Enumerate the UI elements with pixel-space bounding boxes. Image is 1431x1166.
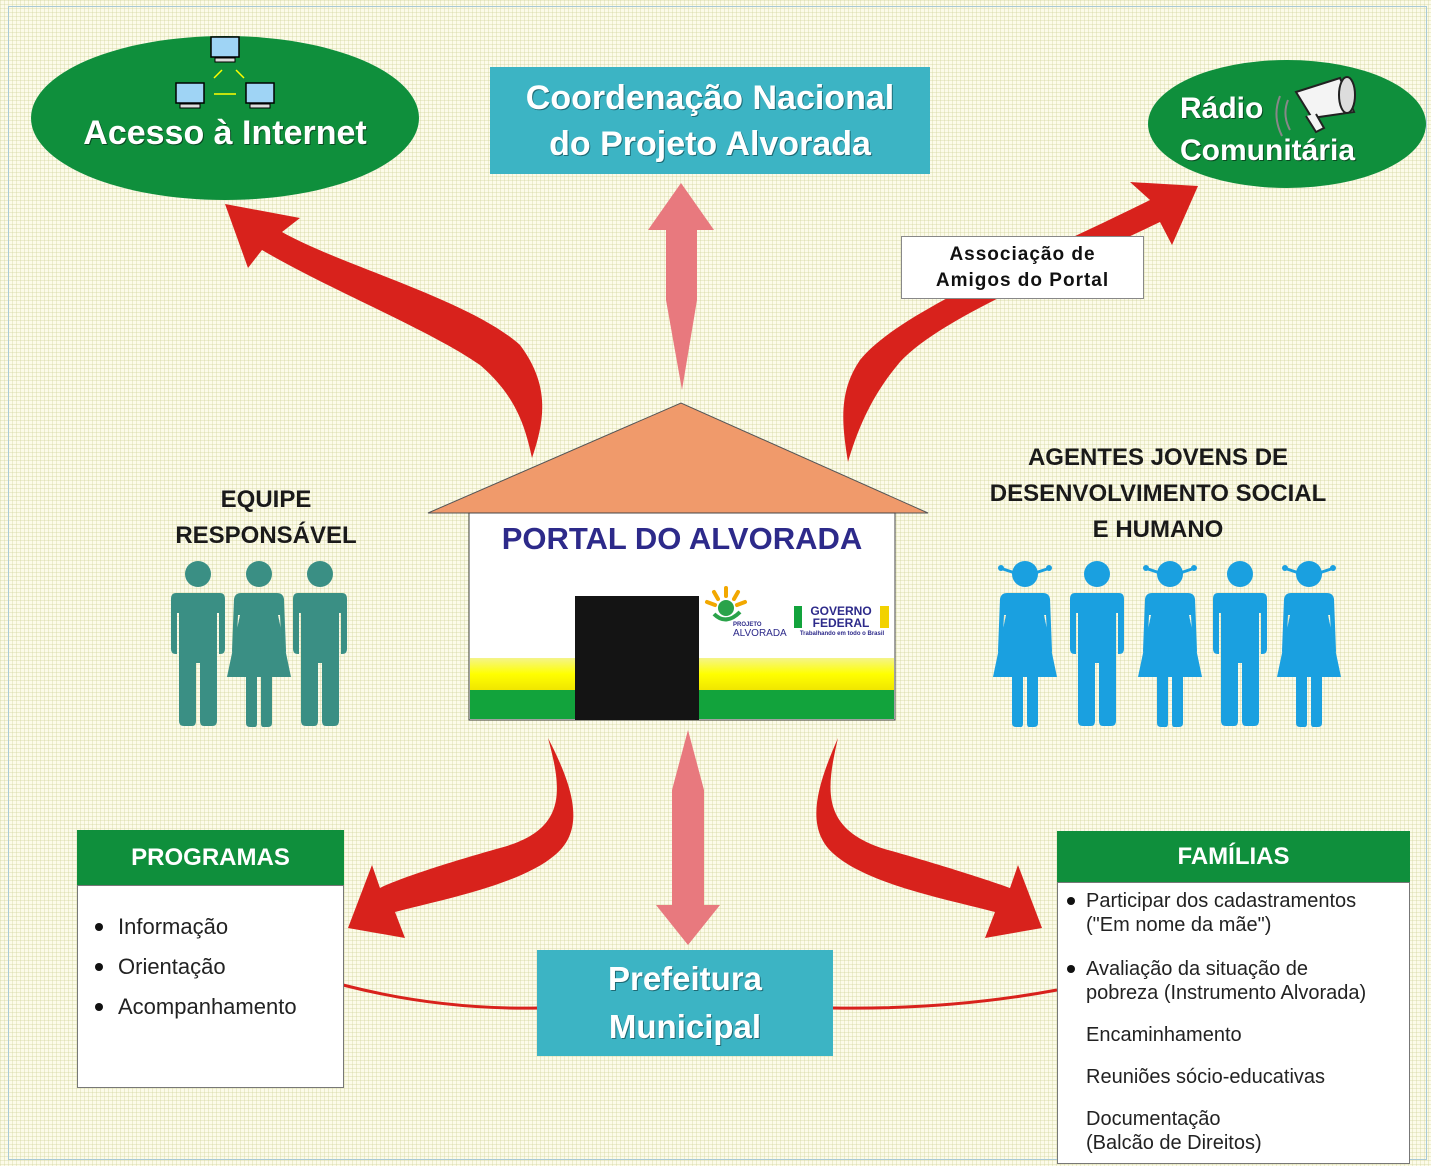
programas-title: PROGRAMAS	[77, 830, 344, 885]
familias-item: Avaliação da situação de pobreza (Instru…	[1058, 957, 1409, 1005]
equipe-line2: RESPONSÁVEL	[175, 522, 357, 549]
associacao-line2: Amigos do Portal	[935, 270, 1110, 291]
familias-item: Encaminhamento	[1086, 1024, 1242, 1046]
programas-item: Orientação	[78, 954, 343, 994]
familias-title: FAMÍLIAS	[1057, 831, 1410, 882]
familias-item-line: pobreza (Instrumento Alvorada)	[1086, 982, 1367, 1004]
prefeitura-line1: Prefeitura	[607, 960, 763, 997]
arrow-up-coordenacao	[648, 183, 714, 390]
prefeitura-box: Prefeitura Municipal	[537, 950, 833, 1056]
internet-ellipse	[31, 36, 419, 200]
equipe-heading: EQUIPE RESPONSÁVEL	[140, 482, 392, 554]
person-man-icon	[1070, 561, 1124, 726]
familias-item-line: Participar dos cadastramentos	[1086, 890, 1357, 912]
coordenacao-line2: do Projeto Alvorada	[549, 124, 871, 163]
megaphone-icon	[1275, 76, 1356, 137]
portal-title: PORTAL DO ALVORADA	[501, 521, 863, 556]
gov-tagline: Trabalhando em todo o Brasil	[799, 631, 885, 637]
gov-federal-logo: GOVERNO FEDERAL	[804, 605, 878, 629]
programas-item: Informação	[78, 914, 343, 954]
person-man-icon	[171, 561, 225, 726]
familias-item: Participar dos cadastramentos ("Em nome …	[1058, 889, 1409, 937]
network-computers-icon	[175, 36, 275, 109]
associacao-box: Associação de Amigos do Portal	[901, 236, 1144, 299]
agentes-line2: DESENVOLVIMENTO SOCIAL	[989, 480, 1327, 507]
familias-panel: FAMÍLIAS Participar dos cadastramentos (…	[1057, 831, 1410, 1164]
connector-prefeitura-familias	[831, 988, 1058, 1010]
equipe-figures	[171, 561, 347, 727]
familias-item: Documentação (Balcão de Direitos)	[1058, 1107, 1409, 1155]
coordenacao-box: Coordenação Nacional do Projeto Alvorada	[490, 67, 930, 174]
person-woman-icon	[227, 561, 291, 727]
familias-list: Participar dos cadastramentos ("Em nome …	[1057, 882, 1410, 1164]
connector-programas-prefeitura	[342, 983, 541, 1010]
familias-item-line: (Balcão de Direitos)	[1086, 1132, 1262, 1154]
radio-line1: Rádio	[1180, 92, 1264, 125]
agentes-heading: AGENTES JOVENS DE DESENVOLVIMENTO SOCIAL…	[940, 440, 1376, 548]
arrow-to-internet	[225, 204, 543, 458]
person-man-icon	[1213, 561, 1267, 726]
gov-line2: FEDERAL	[812, 616, 870, 630]
familias-item-line: ("Em nome da mãe")	[1086, 914, 1272, 936]
gov-flag-green	[794, 606, 802, 628]
person-man-icon	[293, 561, 347, 726]
radio-line2: Comunitária	[1180, 134, 1356, 167]
alvorada-logo-small: PROJETO	[733, 622, 762, 628]
gov-flag-yellow	[880, 606, 889, 628]
alvorada-sun-logo	[705, 586, 747, 622]
arrow-to-radio	[843, 182, 1198, 462]
page-frame	[8, 6, 1427, 1160]
arrow-to-programas	[348, 738, 574, 938]
internet-label: Acesso à Internet	[83, 114, 367, 152]
associacao-line1: Associação de	[949, 244, 1096, 265]
person-girl-icon	[991, 559, 1059, 729]
equipe-line1: EQUIPE	[220, 486, 312, 513]
person-girl-icon	[1275, 559, 1343, 729]
agentes-line3: E HUMANO	[1092, 516, 1224, 543]
familias-item-line: Documentação	[1086, 1108, 1221, 1130]
familias-item-line: Avaliação da situação de	[1086, 958, 1309, 980]
person-girl-icon	[1136, 559, 1204, 729]
programas-list: Informação Orientação Acompanhamento	[77, 885, 344, 1088]
gov-line1: GOVERNO	[810, 604, 872, 618]
radio-label: Rádio Comunitária	[1180, 88, 1355, 172]
prefeitura-line2: Municipal	[608, 1008, 762, 1045]
programas-panel: PROGRAMAS Informação Orientação Acompanh…	[77, 830, 344, 1088]
portal-door	[575, 596, 699, 720]
arrow-double-prefeitura	[656, 730, 720, 945]
familias-item: Reuniões sócio-educativas	[1086, 1066, 1326, 1088]
arrow-to-familias	[816, 738, 1042, 938]
alvorada-logo-text: ALVORADA	[733, 628, 787, 639]
agentes-figures	[991, 559, 1343, 729]
coordenacao-line1: Coordenação Nacional	[525, 78, 895, 117]
agentes-line1: AGENTES JOVENS DE	[1027, 444, 1289, 471]
programas-item: Acompanhamento	[78, 994, 343, 1034]
